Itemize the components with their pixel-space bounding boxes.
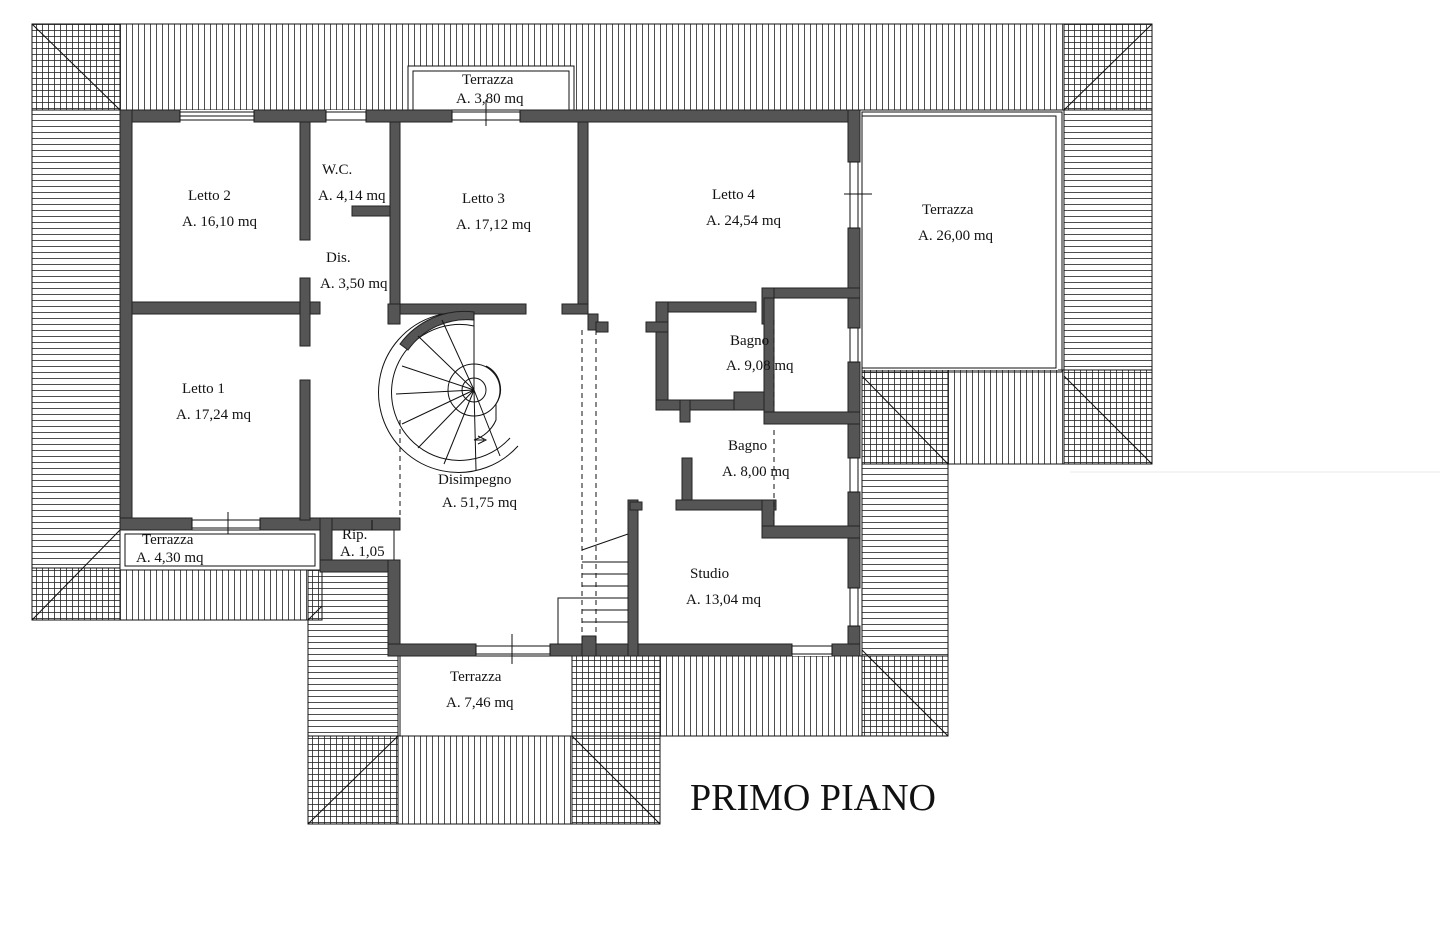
room-name-terrazza-right: Terrazza (922, 202, 974, 218)
straight-staircase (557, 320, 775, 644)
room-area-letto-1: A. 17,24 mq (176, 407, 252, 423)
room-area-terrazza-top: A. 3,80 mq (456, 91, 524, 107)
room-name-dis: Dis. (326, 250, 351, 266)
room-area-bagno-1: A. 9,08 mq (726, 358, 794, 374)
room-name-disimpegno: Disimpegno (438, 472, 511, 488)
walls (119, 109, 861, 657)
room-area-bagno-2: A. 8,00 mq (722, 464, 790, 480)
room-name-terrazza-left: Terrazza (142, 532, 194, 548)
room-area-dis: A. 3,50 mq (320, 276, 388, 292)
room-name-rip: Rip. (342, 527, 367, 543)
room-name-letto-3: Letto 3 (462, 191, 505, 207)
room-area-terrazza-left: A. 4,30 mq (136, 550, 204, 566)
room-name-bagno-2: Bagno (728, 438, 767, 454)
room-name-terrazza-top: Terrazza (462, 72, 514, 88)
room-name-bagno-1: Bagno (730, 333, 769, 349)
room-area-wc: A. 4,14 mq (318, 188, 386, 204)
floor-title: PRIMO PIANO (690, 777, 936, 819)
room-name-terrazza-bottom: Terrazza (450, 669, 502, 685)
room-area-terrazza-right: A. 26,00 mq (918, 228, 994, 244)
roof (31, 23, 1153, 825)
room-name-studio: Studio (690, 566, 729, 582)
floor-area (120, 66, 1058, 736)
room-area-terrazza-bottom: A. 7,46 mq (446, 695, 514, 711)
room-name-wc: W.C. (322, 162, 352, 178)
room-area-studio: A. 13,04 mq (686, 592, 762, 608)
room-area-disimpegno: A. 51,75 mq (442, 495, 518, 511)
room-area-rip: A. 1,05 (340, 544, 385, 560)
terraces (119, 65, 1063, 737)
room-name-letto-4: Letto 4 (712, 187, 755, 203)
room-area-letto-2: A. 16,10 mq (182, 214, 258, 230)
room-name-letto-1: Letto 1 (182, 381, 225, 397)
spiral-staircase (378, 310, 519, 520)
room-area-letto-3: A. 17,12 mq (456, 217, 532, 233)
windows (179, 100, 872, 664)
room-area-letto-4: A. 24,54 mq (706, 213, 782, 229)
room-labels: Letto 2 A. 16,10 mq W.C. A. 4,14 mq Lett… (136, 72, 994, 711)
room-name-letto-2: Letto 2 (188, 188, 231, 204)
